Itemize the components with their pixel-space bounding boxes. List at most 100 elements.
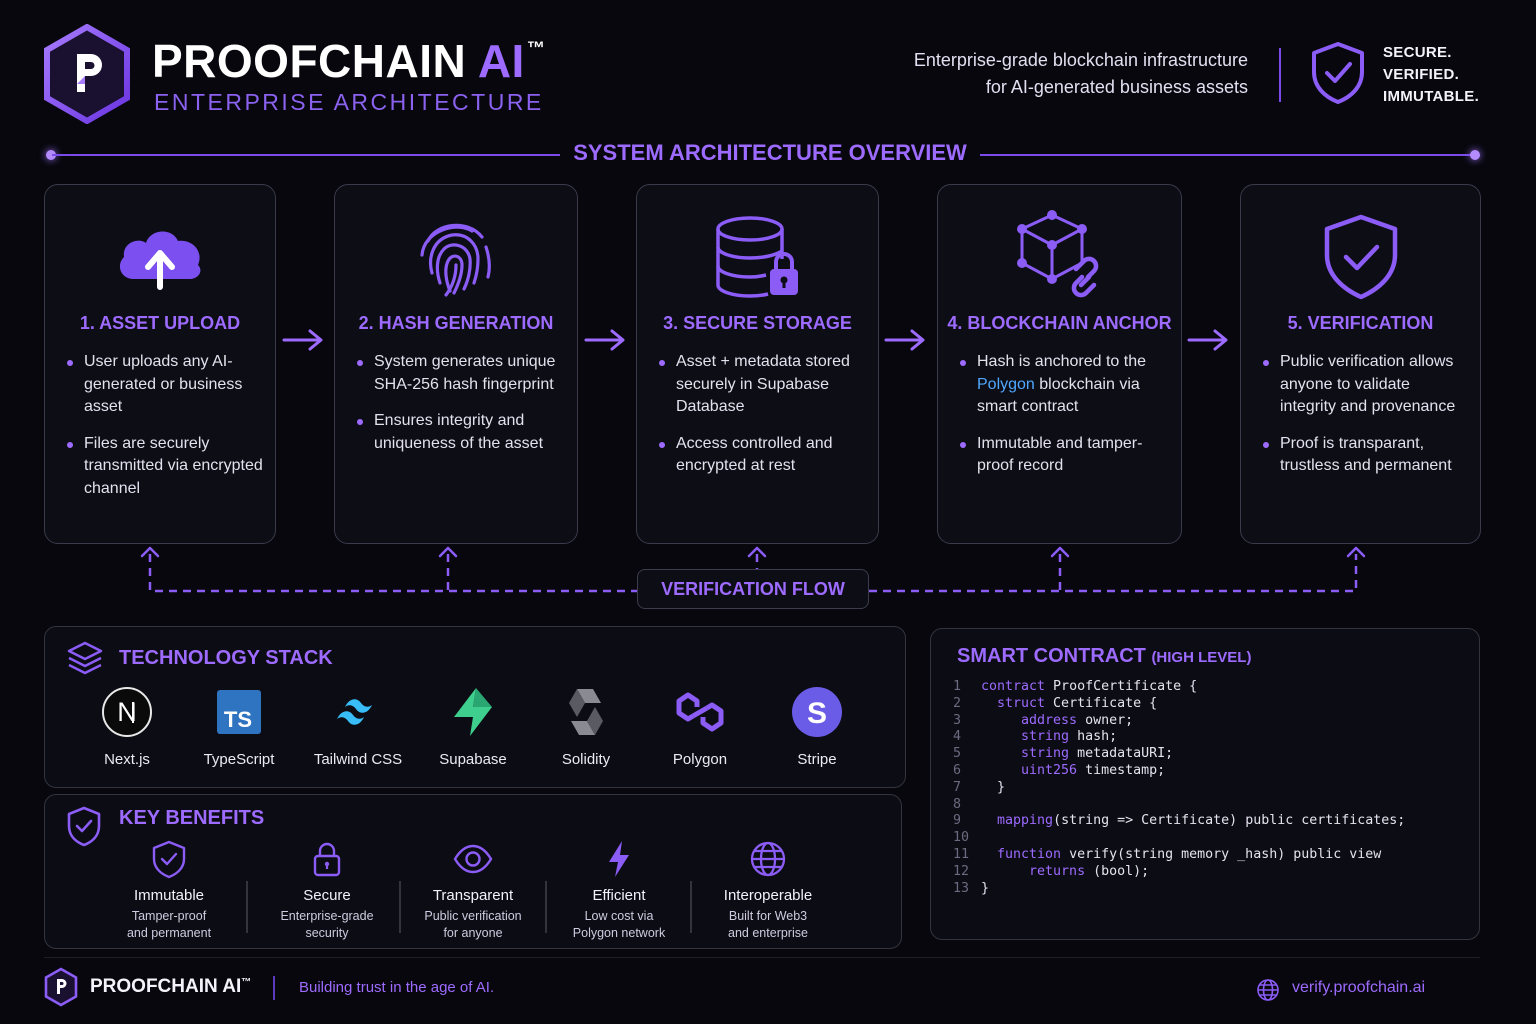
code-keyword: returns xyxy=(981,863,1086,879)
step-bullet: User uploads any AI-generated or busines… xyxy=(67,351,265,419)
benefit-divider xyxy=(690,881,692,933)
code-text: hash; xyxy=(1069,729,1118,745)
shield-check-icon xyxy=(67,806,101,847)
tech-item-polygon: Polygon xyxy=(645,685,755,768)
section-line-dot xyxy=(1470,150,1480,160)
benefit-divider xyxy=(399,881,401,933)
code-line: 12 returns (bool); xyxy=(953,864,1405,881)
technology-stack-panel: TECHNOLOGY STACK N Next.js TS TypeScript… xyxy=(44,626,906,788)
blockchain-cube-icon xyxy=(1016,210,1098,298)
code-keyword: contract xyxy=(981,679,1046,694)
code-line: 7 } xyxy=(953,780,1405,797)
benefit-title: Immutable xyxy=(133,887,205,904)
step-card-secure-storage: 3. SECURE STORAGE Asset + metadata store… xyxy=(636,184,879,544)
step-card-asset-upload: 1. ASSET UPLOAD User uploads any AI-gene… xyxy=(44,184,276,544)
database-lock-icon xyxy=(715,216,798,298)
footer-verify-link[interactable]: verify.proofchain.ai xyxy=(1292,979,1426,996)
cloud-upload-icon xyxy=(119,231,201,290)
shield-check-icon xyxy=(1312,42,1364,104)
footer-divider-line xyxy=(44,957,1480,958)
step-card-blockchain-anchor: 4. BLOCKCHAIN ANCHOR Hash is anchored to… xyxy=(937,184,1182,544)
benefit-title: Interoperable xyxy=(723,887,813,904)
code-line: 6 uint256 timestamp; xyxy=(953,763,1405,780)
layers-icon xyxy=(67,641,103,675)
benefit-divider xyxy=(545,881,547,933)
tech-item-typescript: TS TypeScript xyxy=(184,685,294,768)
section-line-dot xyxy=(46,150,56,160)
benefit-title: Transparent xyxy=(432,887,514,904)
code-keyword: string xyxy=(981,729,1070,745)
line-number: 7 xyxy=(953,779,962,795)
code-line: 13} xyxy=(953,881,1405,898)
code-line: 8 xyxy=(953,797,1405,814)
tech-label: Supabase xyxy=(439,751,507,768)
step-bullet: Proof is transparant, trustless and perm… xyxy=(1263,433,1470,478)
step-title: 4. BLOCKCHAIN ANCHOR xyxy=(947,313,1172,333)
globe-icon xyxy=(750,841,786,877)
code-text: timestamp; xyxy=(1077,762,1166,778)
code-line: 10 xyxy=(953,830,1405,847)
verification-flow-label: VERIFICATION FLOW xyxy=(637,569,869,609)
footer-slogan: Building trust in the age of AI. xyxy=(299,979,495,996)
line-number: 10 xyxy=(953,830,970,846)
step-bullet: Public verification allows anyone to val… xyxy=(1263,351,1470,419)
technology-stack-title: TECHNOLOGY STACK xyxy=(119,647,333,669)
benefit-divider xyxy=(246,881,248,933)
lock-icon xyxy=(313,842,341,877)
line-number: 4 xyxy=(953,729,962,745)
code-text: ProofCertificate { xyxy=(1045,679,1198,694)
code-text: } xyxy=(981,880,990,896)
header-divider xyxy=(1279,48,1281,102)
arrow-right-icon xyxy=(282,329,323,351)
step-bullet: Hash is anchored to the Polygon blockcha… xyxy=(960,351,1171,419)
step-bullet: Files are securely transmitted via encry… xyxy=(67,433,265,501)
tech-item-supabase: Supabase xyxy=(418,685,528,768)
code-text: Certificate { xyxy=(1045,695,1158,711)
polygon-icon xyxy=(676,692,724,732)
supabase-icon xyxy=(454,688,492,736)
tech-item-solidity: Solidity xyxy=(531,685,641,768)
line-number: 11 xyxy=(953,846,970,862)
step-title: 1. ASSET UPLOAD xyxy=(79,313,241,333)
security-badge-text: SECURE. VERIFIED. IMMUTABLE. xyxy=(1383,44,1480,105)
section-title: SYSTEM ARCHITECTURE OVERVIEW xyxy=(573,140,967,165)
line-number: 13 xyxy=(953,880,970,896)
code-text: } xyxy=(981,779,1006,795)
svg-text:N: N xyxy=(117,697,137,727)
line-number: 5 xyxy=(953,746,962,762)
tech-label: Stripe xyxy=(797,751,837,768)
step-title: 2. HASH GENERATION xyxy=(358,313,554,333)
line-number: 2 xyxy=(953,695,962,711)
step-bullet: Immutable and tamper-proof record xyxy=(960,433,1171,478)
code-line: 3 address owner; xyxy=(953,713,1405,730)
arrow-up-icon xyxy=(1346,546,1366,558)
tech-item-stripe: S Stripe xyxy=(762,685,872,768)
step-title: 3. SECURE STORAGE xyxy=(663,313,852,333)
solidity-icon xyxy=(569,689,603,735)
brand-logo-icon xyxy=(44,24,130,124)
step-title: 5. VERIFICATION xyxy=(1287,313,1434,333)
code-line: 2 struct Certificate { xyxy=(953,696,1405,713)
tech-label: TypeScript xyxy=(203,751,275,768)
code-keyword: function xyxy=(981,846,1062,862)
step-bullet: Ensures integrity and uniqueness of the … xyxy=(357,410,567,455)
code-keyword: address xyxy=(981,712,1078,728)
stripe-icon: S xyxy=(792,687,842,737)
svg-text:TS: TS xyxy=(224,707,252,732)
globe-icon xyxy=(1257,979,1279,1001)
code-text: (bool); xyxy=(1085,863,1150,879)
code-text: verify(string memory _hash) public view xyxy=(1061,846,1382,862)
verification-flow-lines xyxy=(140,546,1366,593)
step-card-verification: 5. VERIFICATION Public verification allo… xyxy=(1240,184,1481,544)
benefit-title: Secure xyxy=(303,887,351,904)
